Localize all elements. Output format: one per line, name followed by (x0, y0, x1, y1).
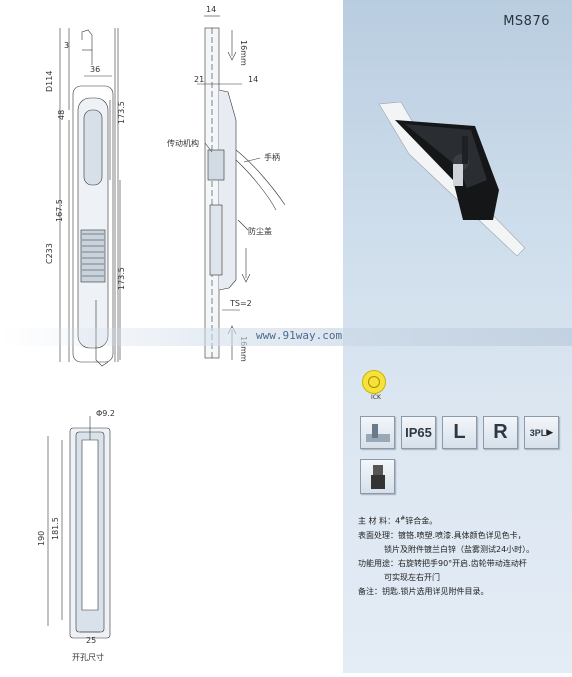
dim-16mm-bot: 16mm (239, 336, 248, 362)
spec-note: 备注：钥匙.锁片选用详见附件目录。 (358, 586, 489, 596)
dim-TS: TS=2 (229, 299, 252, 308)
lock-accessory-icon (360, 459, 395, 494)
dim-36: 36 (90, 65, 100, 74)
ip65-icon: IP65 (401, 416, 436, 449)
label-dust-cover: 防尘盖 (248, 226, 272, 236)
dim-48: 48 (57, 110, 66, 120)
dim-190: 190 (37, 531, 46, 546)
dim-C233: C233 (45, 243, 54, 264)
dim-phi: Φ9.2 (96, 409, 115, 418)
spec-text: 主 材 料：4#锌合金。 表面处理：镀铬.喷塑.喷漆.具体颜色详见色卡， 锁片及… (358, 512, 564, 599)
watermark-text: www.91way.com (256, 329, 343, 342)
mounting-icon (360, 416, 395, 449)
dim-167-5: 167.5 (55, 199, 64, 222)
dim-21: 21 (194, 75, 204, 84)
three-point-lock-icon: 3PL▶ (524, 416, 559, 449)
dim-14-top: 14 (206, 5, 216, 14)
dim-D114: D114 (45, 71, 54, 92)
technical-drawing: 14 16mm 3 36 D114 48 173.5 21 14 167.5 C… (37, 5, 286, 662)
spec-function-2: 可实现左右开门 (384, 572, 440, 582)
dim-181-5: 181.5 (51, 517, 60, 540)
dim-3: 3 (64, 41, 69, 50)
label-cutout: 开孔尺寸 (72, 652, 104, 662)
label-mechanism: 传动机构 (167, 138, 199, 148)
dim-173-5-b: 173.5 (117, 267, 126, 290)
spec-function: 功能用途：右旋转把手90°开启.齿轮带动连动杆 (358, 558, 527, 568)
watermark-band: www.91way.com (0, 328, 572, 346)
feature-icons: IP65 L R 3PL▶ (360, 416, 559, 449)
ick-badge-icon (362, 370, 386, 394)
dim-16mm-top: 16mm (239, 40, 248, 66)
spec-surface-2: 锁片及附件镀兰白锌（盐雾测试24小时）。 (384, 544, 535, 554)
model-number: MS876 (503, 14, 550, 29)
dim-25: 25 (86, 636, 96, 645)
dim-173-5-a: 173.5 (117, 101, 126, 124)
right-open-icon: R (483, 416, 518, 449)
spec-surface: 表面处理：镀铬.喷塑.喷漆.具体颜色详见色卡， (358, 530, 526, 540)
product-image (378, 101, 526, 257)
label-handle: 手柄 (264, 152, 280, 162)
dim-14-b: 14 (248, 75, 258, 84)
ick-label: ICK (371, 394, 381, 401)
spec-material: 主 材 料：4#锌合金。 (358, 515, 438, 526)
left-open-icon: L (442, 416, 477, 449)
